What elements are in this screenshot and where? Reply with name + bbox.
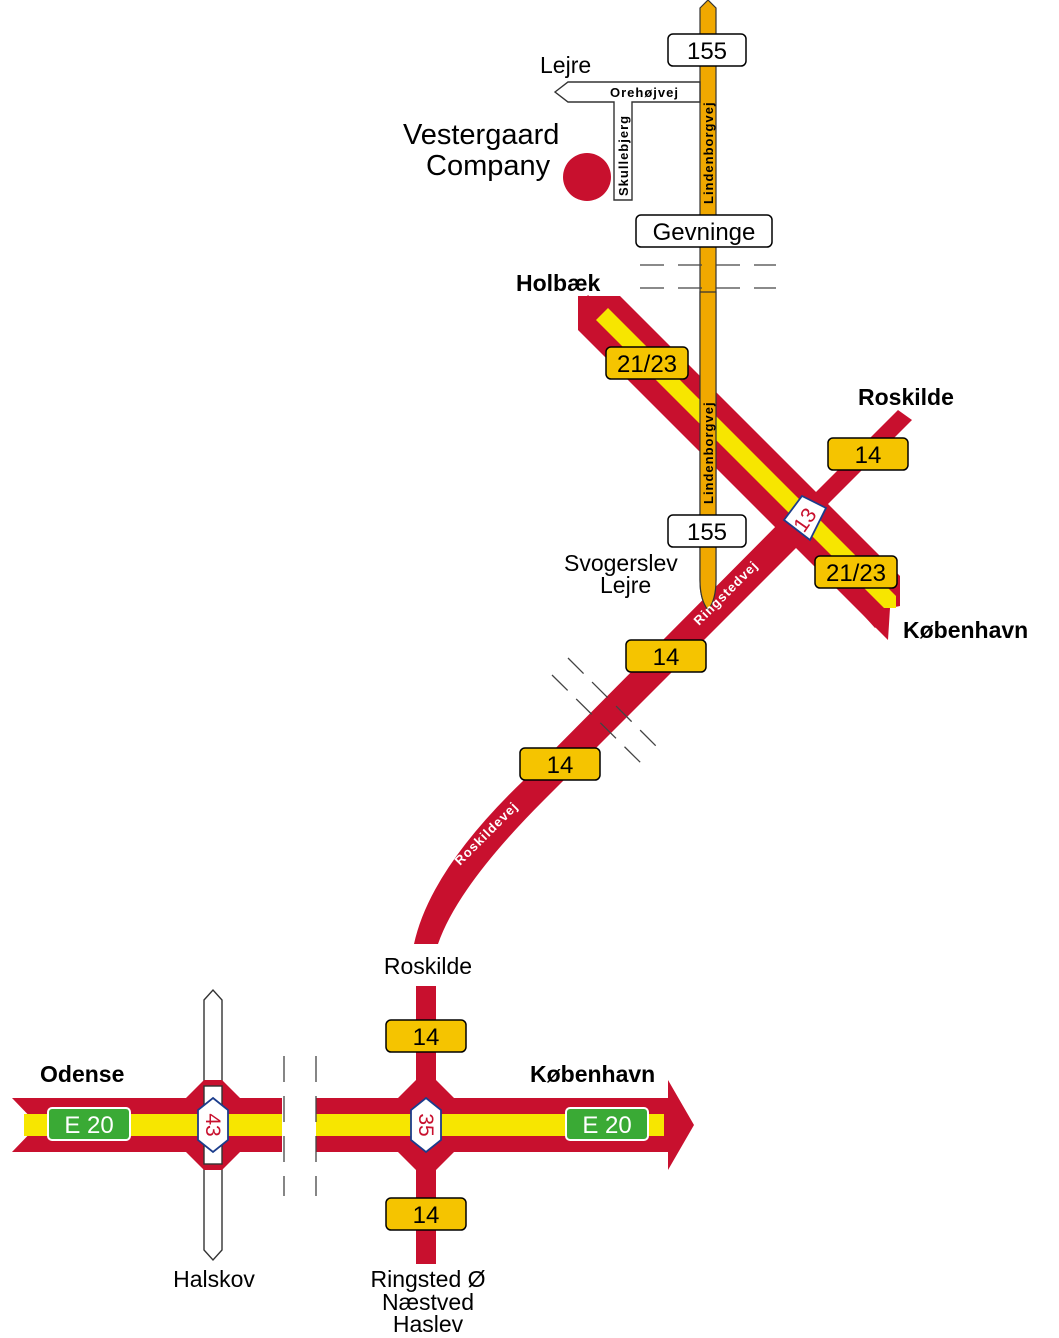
route-14-shield-a: 14 xyxy=(625,639,707,673)
road-break-marks-bottom xyxy=(283,1056,317,1196)
svg-text:E 20: E 20 xyxy=(64,1112,113,1139)
kobenhavn-south-label: København xyxy=(530,1061,655,1087)
svg-text:155: 155 xyxy=(687,38,727,65)
svogerslev-label: Svogerslev xyxy=(564,550,678,576)
kobenhavn-east-label: København xyxy=(903,617,1028,643)
route-14-ringstedvej-road xyxy=(414,512,812,944)
company-name-line2: Company xyxy=(426,150,551,182)
lindenborgvej-label-top: Lindenborgvej xyxy=(701,101,716,204)
road-break-marks-middle xyxy=(551,657,661,769)
holbaek-label: Holbæk xyxy=(516,270,601,296)
route-14-shield-south: 14 xyxy=(385,1197,467,1231)
e20-shield-east: E 20 xyxy=(565,1107,649,1141)
roskilde-south-label: Roskilde xyxy=(384,953,472,979)
road-break-marks-top xyxy=(640,264,776,289)
svg-text:14: 14 xyxy=(547,752,574,779)
svg-text:155: 155 xyxy=(687,519,727,546)
route-155-shield-mid: 155 xyxy=(667,514,747,548)
haslev-label: Haslev xyxy=(393,1311,464,1337)
lejre-top-label: Lejre xyxy=(540,52,591,78)
roskilde-ne-label: Roskilde xyxy=(858,384,954,410)
odense-label: Odense xyxy=(40,1061,124,1087)
svg-text:E 20: E 20 xyxy=(582,1112,631,1139)
naestved-label: Næstved xyxy=(382,1289,474,1315)
svg-text:43: 43 xyxy=(201,1113,224,1136)
route-14-shield-north: 14 xyxy=(385,1019,467,1053)
svg-text:14: 14 xyxy=(413,1024,440,1051)
company-location-marker xyxy=(563,153,611,201)
orehojvej-road xyxy=(553,81,701,201)
svg-text:21/23: 21/23 xyxy=(826,560,886,587)
skullebjerg-label: Skullebjerg xyxy=(616,115,631,196)
svg-text:14: 14 xyxy=(653,644,680,671)
svg-text:Gevninge: Gevninge xyxy=(653,219,756,246)
svg-text:21/23: 21/23 xyxy=(617,351,677,378)
route-43-marker: 43 xyxy=(197,1096,229,1154)
svg-text:14: 14 xyxy=(855,442,882,469)
lindenborgvej-label-mid: Lindenborgvej xyxy=(701,401,716,504)
halskov-label: Halskov xyxy=(173,1266,255,1292)
svg-text:35: 35 xyxy=(414,1113,437,1136)
route-14-shield-ne: 14 xyxy=(827,437,909,471)
company-name-line1: Vestergaard xyxy=(403,119,559,151)
route-21-23-shield-se: 21/23 xyxy=(814,555,898,589)
route-14-shield-b: 14 xyxy=(519,747,601,781)
lejre-mid-label: Lejre xyxy=(600,572,651,598)
orehojvej-label: Orehøjvej xyxy=(610,85,679,100)
route-21-23-shield-nw: 21/23 xyxy=(605,346,689,380)
route-35-marker: 35 xyxy=(410,1096,442,1154)
ringsted-label: Ringsted Ø xyxy=(370,1266,485,1292)
route-155-shield-top: 155 xyxy=(667,33,747,67)
svg-text:14: 14 xyxy=(413,1202,440,1229)
gevninge-sign: Gevninge xyxy=(635,214,773,248)
e20-shield-west: E 20 xyxy=(47,1107,131,1141)
